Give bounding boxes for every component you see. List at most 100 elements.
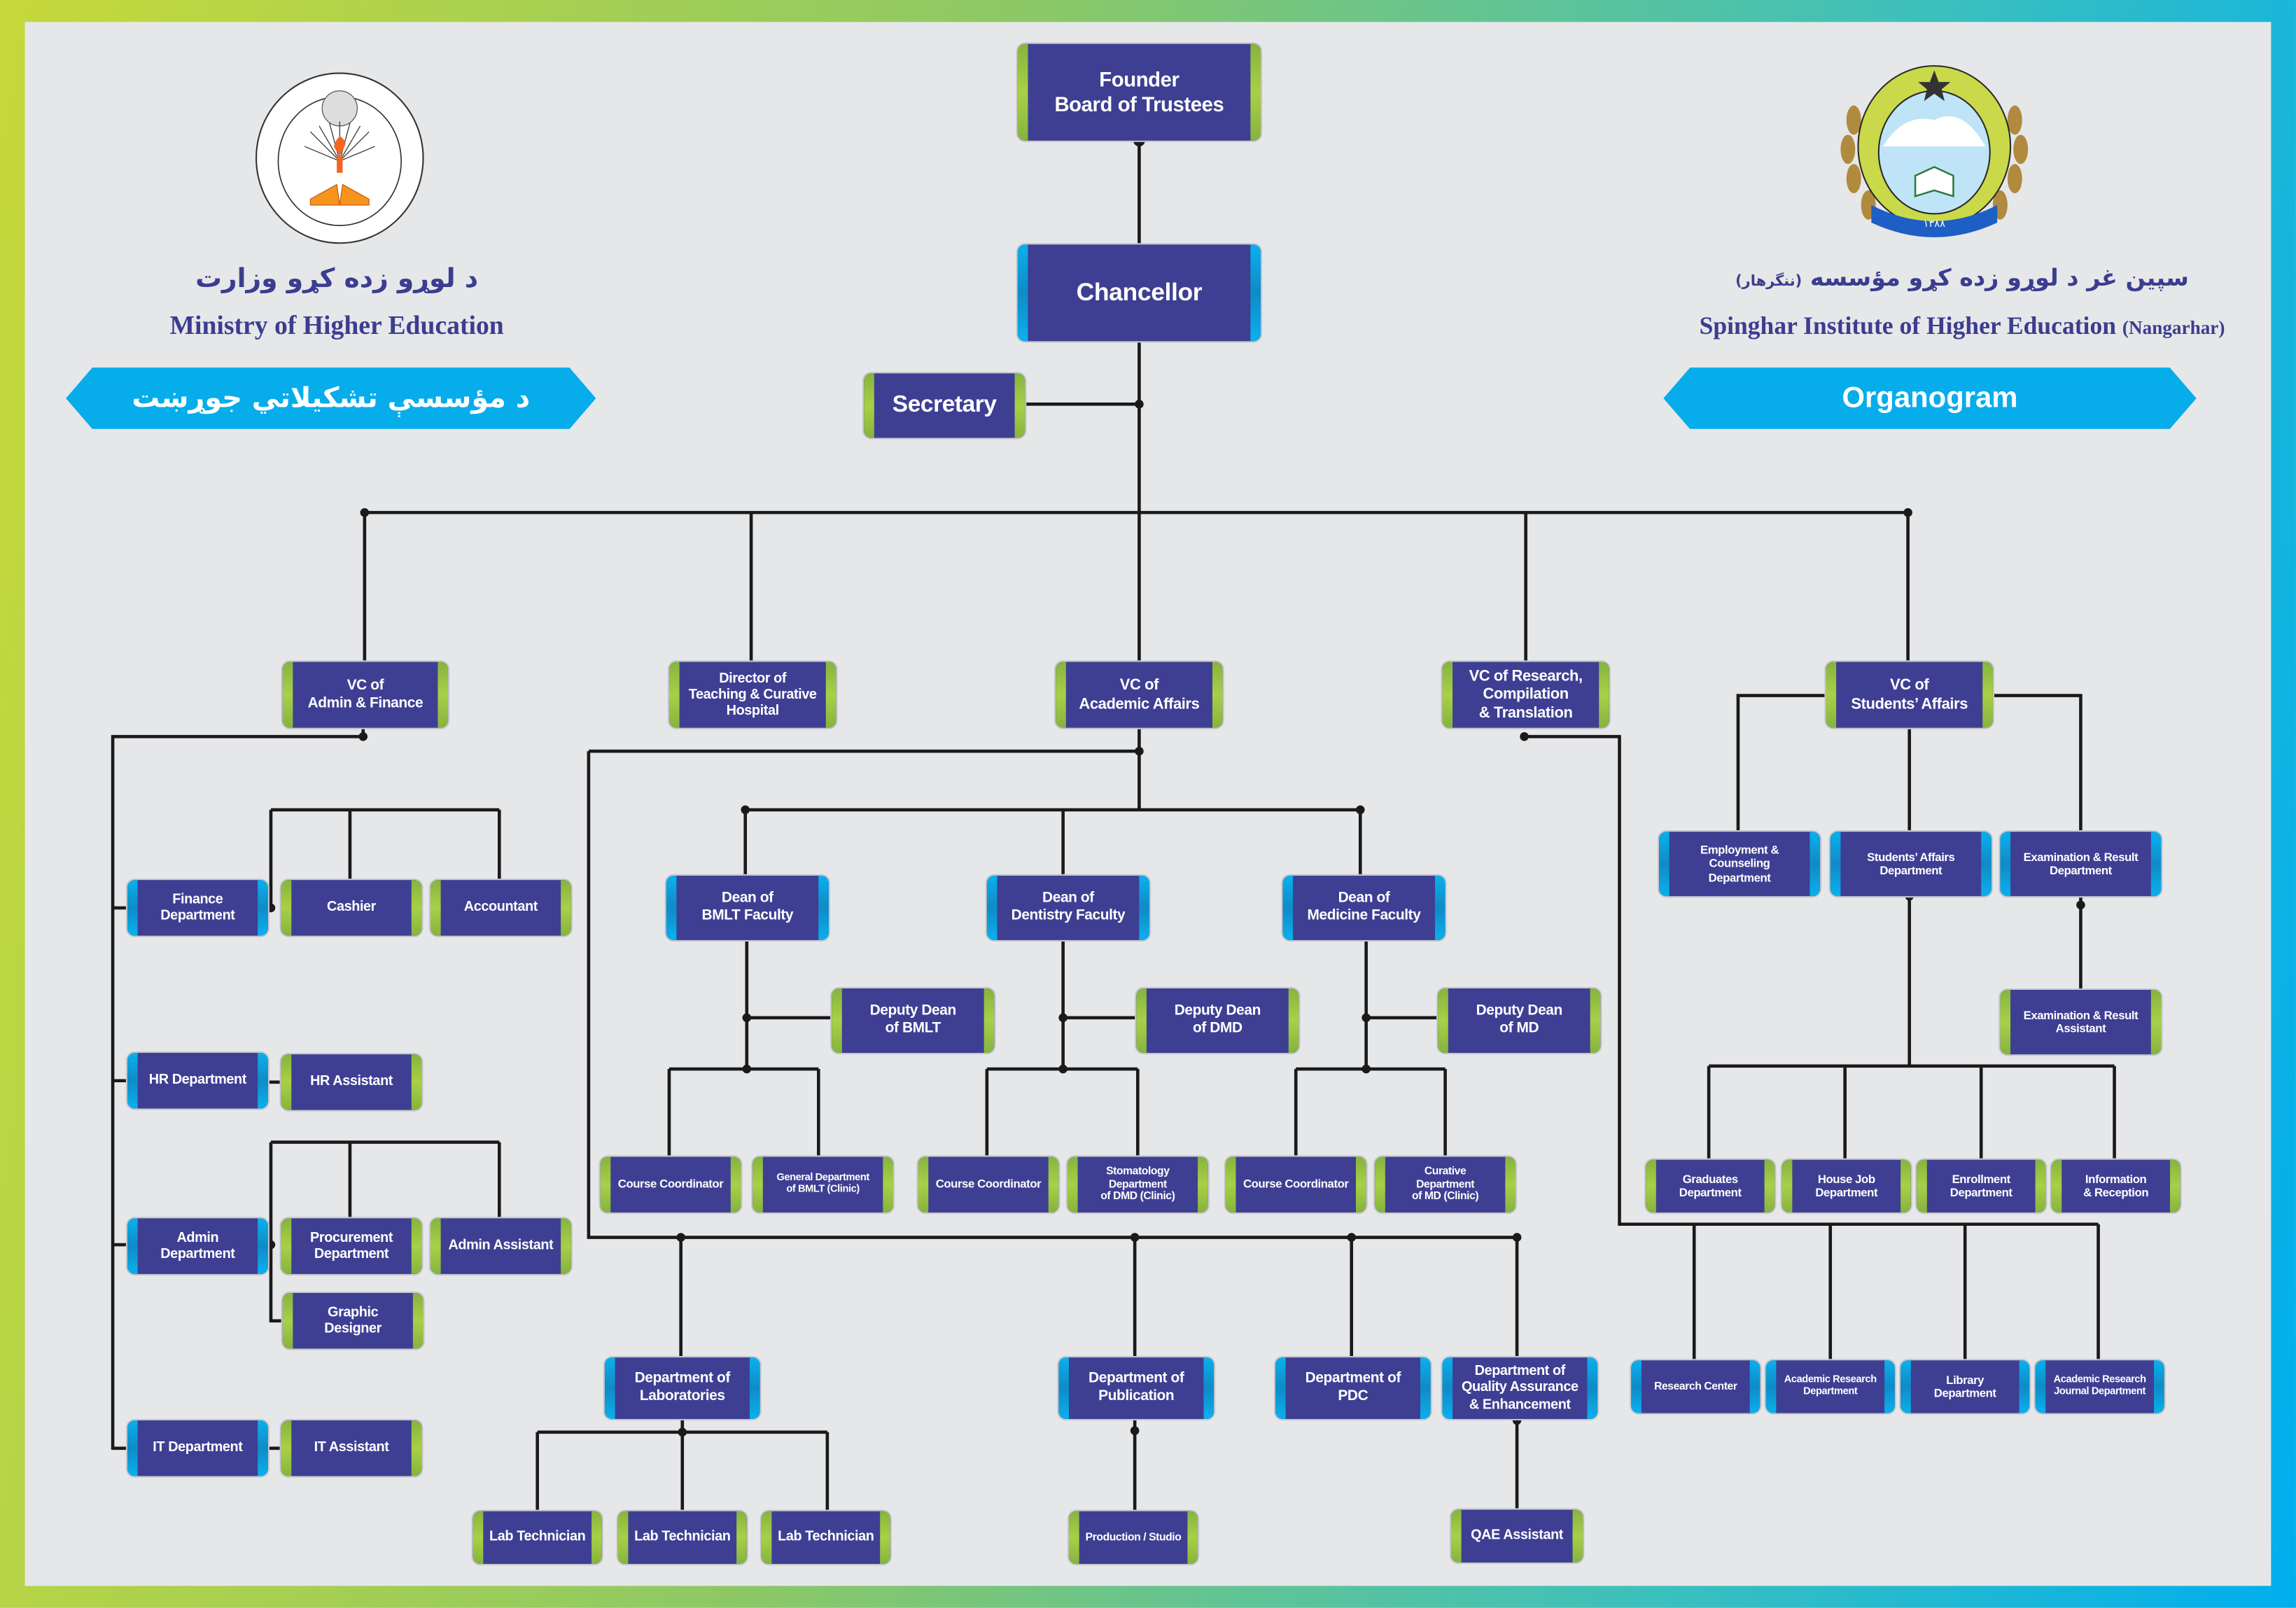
org-box-label: Director of Teaching & Curative Hospital	[688, 670, 817, 720]
org-box-chancellor: Chancellor	[1017, 244, 1261, 342]
org-box-label: VC of Research, Compilation & Translatio…	[1469, 667, 1583, 722]
org-box-academic-research-journal-department: Academic Research Journal Department	[2035, 1360, 2164, 1413]
org-box-enrollment-department: Enrollment Department	[1917, 1159, 2046, 1213]
org-box-label: Department of PDC	[1305, 1371, 1401, 1405]
org-box-label: IT Assistant	[314, 1440, 389, 1457]
org-box-label: Library Department	[1933, 1373, 1996, 1400]
org-box-label: Chancellor	[1076, 278, 1203, 307]
org-box-vc-of-academic-affairs: VC of Academic Affairs	[1056, 662, 1223, 728]
org-box-employment-counseling-department: Employment & Counseling Department	[1659, 832, 1821, 897]
org-box-deputy-dean-of-bmlt: Deputy Dean of BMLT	[832, 988, 995, 1054]
institute-title-pashto-main: سپین غر د لوړو زده کړو مؤسسه	[1809, 263, 2189, 292]
org-box-label: Accountant	[463, 900, 538, 916]
ministry-title-english: Ministry of Higher Education	[169, 310, 504, 340]
org-box-dean-of-dentistry-faculty: Dean of Dentistry Faculty	[986, 875, 1150, 940]
org-box-label: General Department of BMLT (Clinic)	[776, 1173, 869, 1195]
org-box-label: Department of Publication	[1088, 1371, 1184, 1405]
org-box-department-of-laboratories: Department of Laboratories	[604, 1357, 760, 1419]
org-box-vc-of-research-compilation-translation: VC of Research, Compilation & Translatio…	[1442, 662, 1609, 728]
org-box-label: HR Department	[148, 1072, 247, 1089]
structure-banner-pashto: د مؤسسې تشکیلاتي جوړښت	[66, 368, 596, 429]
org-box-label: Examination & Result Assistant	[2023, 1008, 2138, 1035]
org-box-label: Curative Department of MD (Clinic)	[1411, 1163, 1479, 1203]
org-box-vc-of-admin-finance: VC of Admin & Finance	[282, 662, 449, 728]
org-box-course-coordinator: Course Coordinator	[1225, 1156, 1366, 1213]
org-box-label: Course Coordinator	[617, 1177, 724, 1191]
spinghar-institute-logo: ۱۳۸۸	[1840, 65, 2029, 237]
org-box-hr-department: HR Department	[127, 1053, 268, 1109]
org-box-graduates-department: Graduates Department	[1646, 1159, 1775, 1213]
org-box-examination-result-assistant: Examination & Result Assistant	[2000, 990, 2162, 1055]
org-box-label: VC of Students’ Affairs	[1851, 676, 1968, 713]
org-box-label: IT Department	[153, 1440, 243, 1457]
org-box-deputy-dean-of-dmd: Deputy Dean of DMD	[1136, 988, 1299, 1054]
org-box-label: House Job Department	[1815, 1172, 1878, 1200]
ministry-seal-logo	[255, 72, 424, 244]
org-box-label: Procurement Department	[310, 1229, 393, 1263]
org-box-label: VC of Academic Affairs	[1079, 676, 1200, 713]
org-box-course-coordinator: Course Coordinator	[600, 1156, 741, 1213]
org-box-cashier: Cashier	[281, 880, 422, 936]
org-box-qae-assistant: QAE Assistant	[1450, 1509, 1583, 1562]
org-box-research-center: Research Center	[1631, 1360, 1760, 1413]
org-box-label: Lab Technician	[634, 1529, 731, 1546]
org-box-secretary: Secretary	[864, 373, 1026, 438]
org-box-course-coordinator: Course Coordinator	[918, 1156, 1059, 1213]
organogram-banner: Organogram	[1663, 368, 2197, 429]
org-box-label: Department of Laboratories	[634, 1371, 731, 1405]
org-box-students-affairs-department: Students’ Affairs Department	[1830, 832, 1991, 897]
org-box-label: Students’ Affairs Department	[1867, 850, 1955, 877]
org-box-it-assistant: IT Assistant	[281, 1420, 422, 1476]
institute-title-english-suffix: (Nangarhar)	[2122, 316, 2225, 339]
org-box-lab-technician: Lab Technician	[617, 1511, 747, 1565]
org-box-label: Secretary	[892, 391, 997, 417]
org-box-label: Admin Assistant	[448, 1238, 554, 1254]
institute-title-english-main: Spinghar Institute of Higher Education	[1699, 312, 2117, 340]
org-box-founder-board-of-trustees: Founder Board of Trustees	[1017, 43, 1261, 141]
org-box-dean-of-bmlt-faculty: Dean of BMLT Faculty	[666, 875, 829, 940]
org-box-house-job-department: House Job Department	[1782, 1159, 1911, 1213]
org-box-label: Employment & Counseling Department	[1700, 843, 1779, 884]
org-box-label: Lab Technician	[778, 1529, 874, 1546]
org-box-procurement-department: Procurement Department	[281, 1218, 422, 1274]
org-box-label: Department of Quality Assurance & Enhanc…	[1461, 1363, 1578, 1413]
org-box-label: QAE Assistant	[1471, 1527, 1564, 1544]
org-box-it-department: IT Department	[127, 1420, 268, 1476]
org-box-admin-department: Admin Department	[127, 1218, 268, 1274]
org-box-lab-technician: Lab Technician	[472, 1511, 602, 1565]
org-box-label: Dean of Medicine Faculty	[1307, 890, 1421, 924]
institute-title-english: Spinghar Institute of Higher Education (…	[1655, 312, 2270, 342]
org-box-information-reception: Information & Reception	[2051, 1159, 2180, 1213]
org-box-label: Enrollment Department	[1949, 1172, 2012, 1200]
org-box-label: Production / Studio	[1085, 1530, 1182, 1543]
institute-title-pashto: سپین غر د لوړو زده کړو مؤسسه (ننگرهار)	[1684, 264, 2241, 292]
org-box-label: Admin Department	[160, 1229, 235, 1263]
org-box-hr-assistant: HR Assistant	[281, 1054, 422, 1110]
org-box-label: Course Coordinator	[1242, 1177, 1349, 1191]
org-box-label: VC of Admin & Finance	[307, 677, 424, 711]
org-box-label: Graduates Department	[1679, 1172, 1742, 1200]
org-box-label: Cashier	[327, 900, 377, 916]
org-box-label: Academic Research Journal Department	[2053, 1374, 2146, 1397]
org-box-label: Deputy Dean of DMD	[1174, 1003, 1261, 1037]
org-box-finance-department: Finance Department	[127, 880, 268, 936]
org-box-label: Deputy Dean of BMLT	[869, 1003, 957, 1037]
org-box-label: Graphic Designer	[324, 1304, 382, 1337]
org-box-vc-of-students-affairs: VC of Students’ Affairs	[1826, 662, 1993, 728]
org-box-label: Founder Board of Trustees	[1054, 68, 1224, 116]
org-box-dean-of-medicine-faculty: Dean of Medicine Faculty	[1282, 875, 1446, 940]
org-box-label: Stomatology Department of DMD (Clinic)	[1100, 1163, 1175, 1203]
org-box-graphic-designer: Graphic Designer	[282, 1293, 424, 1349]
org-box-label: Dean of Dentistry Faculty	[1011, 890, 1126, 924]
org-box-label: Lab Technician	[489, 1529, 586, 1546]
org-box-accountant: Accountant	[430, 880, 571, 936]
org-box-label: HR Assistant	[310, 1074, 393, 1091]
institute-title-pashto-suffix: (ننگرهار)	[1735, 274, 1802, 291]
org-box-curative-department-of-md-clinic: Curative Department of MD (Clinic)	[1375, 1156, 1516, 1213]
org-box-department-of-publication: Department of Publication	[1058, 1357, 1214, 1419]
ministry-title-pashto: د لوړو زده کړو وزارت	[195, 263, 479, 295]
org-box-label: Information & Reception	[2083, 1172, 2149, 1200]
org-box-director-of-teaching-curative-hospital: Director of Teaching & Curative Hospital	[668, 662, 836, 728]
org-box-department-of-pdc: Department of PDC	[1275, 1357, 1431, 1419]
